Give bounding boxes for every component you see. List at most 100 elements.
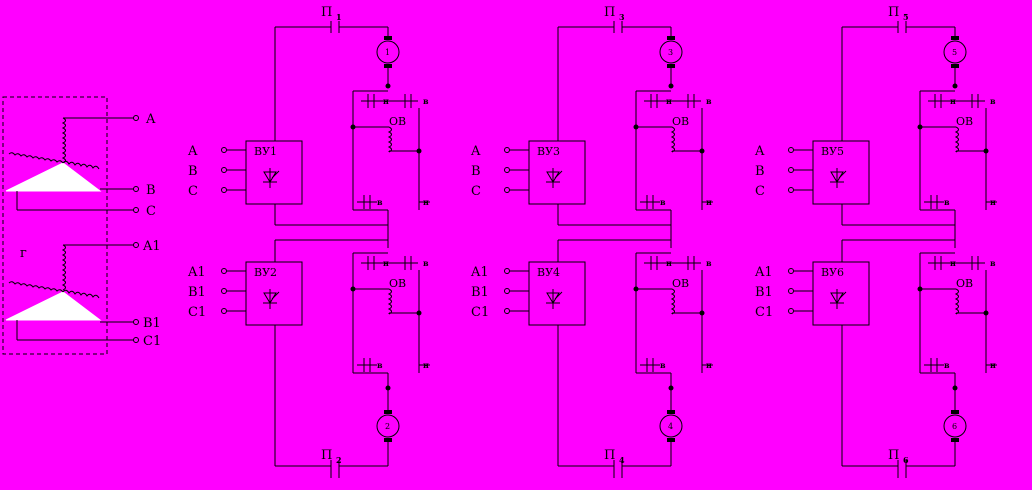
junction-dot (385, 83, 391, 89)
dc-motor-4-brush-bottom (667, 438, 675, 442)
rectifier-label: ВУ6 (821, 266, 844, 279)
dc-motor-5 (943, 40, 967, 64)
dc-motor-3-number: 3 (668, 48, 673, 57)
dc-motor-5-brush-top (951, 36, 959, 40)
input-terminal-a[interactable] (221, 147, 227, 153)
dc-motor-3-brush-top (667, 36, 675, 40)
contact-label-v: в (423, 96, 429, 106)
input-terminal-a1[interactable] (788, 268, 794, 274)
dc-motor-1 (376, 40, 400, 64)
rectifier-label: ВУ5 (821, 145, 844, 158)
thyristor-gate (838, 170, 847, 179)
contact-label-n: н (990, 360, 996, 370)
input-terminal-c1[interactable] (504, 308, 510, 314)
input-terminal-a1[interactable] (504, 268, 510, 274)
input-label-b1: B1 (188, 285, 206, 300)
dc-motor-2-brush-bottom (384, 438, 392, 442)
junction-dot (952, 83, 958, 89)
switch-subscript: 2 (336, 455, 342, 465)
field-coil-ov (954, 288, 959, 315)
transformer: A B C г A1 B1 (2, 96, 161, 355)
terminal-a[interactable] (133, 115, 139, 121)
switch-subscript: 5 (903, 12, 909, 22)
contact-label-v: в (660, 360, 666, 370)
field-coil-ov (670, 288, 675, 315)
contact-label-v: в (944, 197, 950, 207)
rectifier-block[interactable] (812, 261, 870, 326)
input-terminal-c1[interactable] (221, 308, 227, 314)
dc-motor-1-brush-top (384, 36, 392, 40)
input-label-c: C (471, 184, 481, 199)
input-label-b: B (755, 164, 765, 179)
field-winding-label: ОВ (672, 277, 689, 290)
input-label-a: A (187, 144, 198, 159)
switch-label: П (321, 5, 332, 20)
rectifier-block[interactable] (245, 140, 303, 205)
contact-label-v: в (660, 197, 666, 207)
input-terminal-a[interactable] (504, 147, 510, 153)
rectifier-block[interactable] (528, 140, 586, 205)
contact-label-v: в (706, 96, 712, 106)
contact-label-n: н (423, 197, 429, 207)
terminal-c1[interactable] (133, 337, 139, 343)
input-terminal-c1[interactable] (788, 308, 794, 314)
contact-label-n: н (423, 360, 429, 370)
rectifier-label: ВУ4 (537, 266, 560, 279)
thyristor-gate (271, 291, 280, 300)
input-terminal-b1[interactable] (504, 288, 510, 294)
contact-label-v: в (377, 360, 383, 370)
terminal-a1[interactable] (133, 242, 139, 248)
contact-label-v: в (990, 96, 996, 106)
field-coil-ov (387, 126, 392, 153)
input-terminal-b[interactable] (504, 167, 510, 173)
dc-motor-6-brush-bottom (951, 438, 959, 442)
input-terminal-c[interactable] (504, 187, 510, 193)
input-label-a: A (754, 144, 765, 159)
input-label-a1: A1 (470, 265, 489, 280)
terminal-c[interactable] (133, 207, 139, 213)
input-terminal-c[interactable] (788, 187, 794, 193)
input-label-c: C (755, 184, 765, 199)
contact-label-v: в (377, 197, 383, 207)
field-winding-label: ОВ (956, 277, 973, 290)
input-terminal-a[interactable] (788, 147, 794, 153)
terminal-label-c1: C1 (143, 334, 161, 349)
field-winding-label: ОВ (389, 277, 406, 290)
input-label-b: B (471, 164, 481, 179)
rectifier-label: ВУ2 (254, 266, 277, 279)
transformer-frame (2, 96, 108, 355)
input-terminal-b1[interactable] (221, 288, 227, 294)
dc-motor-6-number: 6 (952, 422, 957, 431)
input-terminal-b[interactable] (788, 167, 794, 173)
dc-motor-1-brush-bottom (384, 64, 392, 68)
field-coil-ov (670, 126, 675, 153)
contact-label-v: в (944, 360, 950, 370)
field-winding-label: ОВ (389, 115, 406, 128)
input-terminal-c[interactable] (221, 187, 227, 193)
contact-label-n: н (990, 197, 996, 207)
input-terminal-b1[interactable] (788, 288, 794, 294)
input-label-c1: C1 (188, 305, 206, 320)
dc-motor-6-brush-top (951, 410, 959, 414)
terminal-b[interactable] (133, 186, 139, 192)
contact-label-v: в (706, 258, 712, 268)
rectifier-block[interactable] (245, 261, 303, 326)
input-label-c1: C1 (755, 305, 773, 320)
rectifier-label: ВУ3 (537, 145, 560, 158)
input-label-a1: A1 (754, 265, 773, 280)
contact-label-v: в (990, 258, 996, 268)
input-terminal-b[interactable] (221, 167, 227, 173)
terminal-b1[interactable] (133, 319, 139, 325)
terminal-label-c: C (146, 204, 156, 219)
rectifier-block[interactable] (812, 140, 870, 205)
primary-triangle (5, 162, 102, 192)
secondary-right-coil (62, 289, 100, 299)
field-winding-label: ОВ (672, 115, 689, 128)
rectifier-block[interactable] (528, 261, 586, 326)
input-terminal-a1[interactable] (221, 268, 227, 274)
